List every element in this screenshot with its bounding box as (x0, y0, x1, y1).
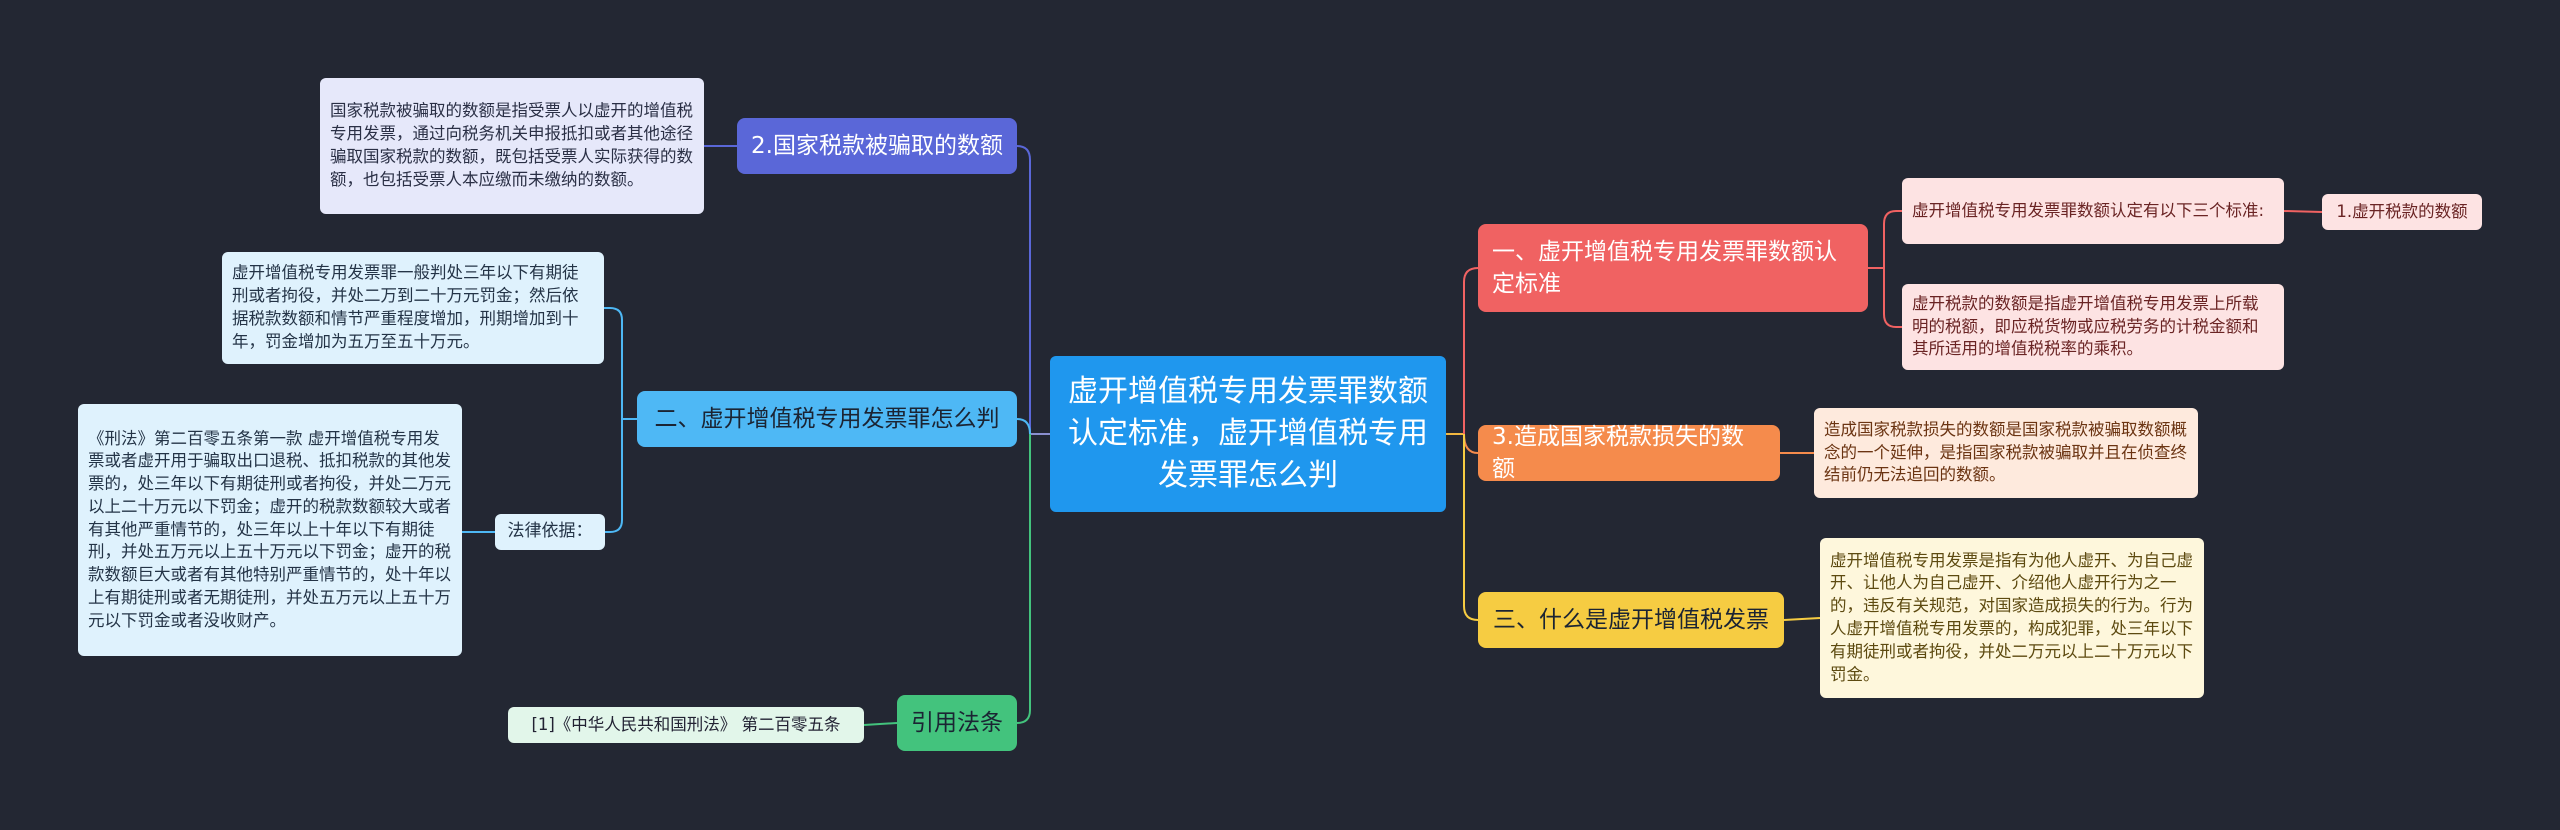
leaf-sentencing-detail-text: 虚开增值税专用发票罪一般判处三年以下有期徒刑或者拘役，并处二万到二十万元罚金；然… (232, 263, 579, 351)
link-red-leaf1 (1868, 210, 1902, 269)
leaf-loss-detail[interactable]: 造成国家税款损失的数额是国家税款被骗取数额概念的一个延伸，是指国家税款被骗取并且… (1814, 408, 2198, 498)
link-blue-leaf1 (604, 307, 637, 420)
link-right-red (1463, 267, 1479, 434)
leaf-legal-basis[interactable]: 法律依据： (495, 514, 605, 550)
leaf-citation-detail[interactable]: [1]《中华人民共和国刑法》 第二百零五条 (508, 707, 864, 743)
leaf-standard-child[interactable]: 1.虚开税款的数额 (2322, 194, 2482, 230)
branch-loss[interactable]: 3.造成国家税款损失的数额 (1478, 424, 1780, 482)
branch-tax-fraud[interactable]: 2.国家税款被骗取的数额 (737, 118, 1017, 174)
link-left-purple (1016, 145, 1031, 434)
branch-definition-label: 三、什么是虚开增值税发票 (1493, 606, 1769, 633)
leaf-standard-child-text: 1.虚开税款的数额 (2336, 201, 2468, 221)
link-red-leaf2 (1868, 267, 1902, 328)
leaf-standard-detail2-text: 虚开税款的数额是指虚开增值税专用发票上所载明的税额，即应税货物或应税劳务的计税金… (1912, 293, 2259, 359)
central-topic[interactable]: 虚开增值税专用发票罪数额认定标准，虚开增值税专用发票罪怎么判 (1050, 356, 1446, 512)
leaf-standard-detail1-text: 虚开增值税专用发票罪数额认定有以下三个标准: (1912, 200, 2265, 220)
leaf-standard-detail2[interactable]: 虚开税款的数额是指虚开增值税专用发票上所载明的税额，即应税货物或应税劳务的计税金… (1902, 284, 2284, 370)
leaf-definition-detail-text: 虚开增值税专用发票是指有为他人虚开、为自己虚开、让他人为自己虚开、介绍他人虚开行… (1830, 550, 2193, 684)
leaf-tax-fraud-detail[interactable]: 国家税款被骗取的数额是指受票人以虚开的增值税专用发票，通过向税务机关申报抵扣或者… (320, 78, 704, 214)
link-left-green (1016, 434, 1031, 724)
link-yellow-leaf (1783, 617, 1821, 621)
leaf-citation-detail-text: [1]《中华人民共和国刑法》 第二百零五条 (531, 714, 841, 734)
leaf-sentencing-detail[interactable]: 虚开增值税专用发票罪一般判处三年以下有期徒刑或者拘役，并处二万到二十万元罚金；然… (222, 252, 604, 364)
branch-tax-fraud-label: 2.国家税款被骗取的数额 (751, 132, 1003, 159)
leaf-definition-detail[interactable]: 虚开增值税专用发票是指有为他人虚开、为自己虚开、让他人为自己虚开、介绍他人虚开行… (1820, 538, 2204, 698)
leaf-law-text-content: 《刑法》第二百零五条第一款 虚开增值税专用发票或者虚开用于骗取出口退税、抵扣税款… (88, 428, 451, 630)
link-right-yellow (1463, 434, 1479, 621)
link-blue-legal (605, 418, 637, 533)
branch-citation-label: 引用法条 (911, 709, 1003, 736)
link-left-blue (1016, 418, 1031, 435)
link-green-leaf (863, 722, 898, 726)
branch-citation[interactable]: 引用法条 (897, 695, 1017, 751)
branch-sentencing[interactable]: 二、虚开增值税专用发票罪怎么判 (637, 391, 1017, 447)
leaf-loss-detail-text: 造成国家税款损失的数额是国家税款被骗取数额概念的一个延伸，是指国家税款被骗取并且… (1824, 419, 2187, 485)
link-right-orange (1463, 433, 1479, 454)
branch-definition[interactable]: 三、什么是虚开增值税发票 (1478, 592, 1784, 648)
leaf-legal-basis-text: 法律依据： (507, 521, 593, 542)
leaf-tax-fraud-detail-text: 国家税款被骗取的数额是指受票人以虚开的增值税专用发票，通过向税务机关申报抵扣或者… (330, 101, 693, 189)
leaf-law-text[interactable]: 《刑法》第二百零五条第一款 虚开增值税专用发票或者虚开用于骗取出口退税、抵扣税款… (78, 404, 462, 656)
branch-sentencing-label: 二、虚开增值税专用发票罪怎么判 (654, 405, 1000, 432)
branch-loss-label: 3.造成国家税款损失的数额 (1492, 423, 1744, 482)
link-red-leaf1a (2283, 210, 2323, 213)
branch-standard[interactable]: 一、虚开增值税专用发票罪数额认定标准 (1478, 224, 1868, 312)
central-topic-text: 虚开增值税专用发票罪数额认定标准，虚开增值税专用发票罪怎么判 (1068, 374, 1428, 493)
leaf-standard-detail1[interactable]: 虚开增值税专用发票罪数额认定有以下三个标准: (1902, 178, 2284, 244)
branch-standard-label: 一、虚开增值税专用发票罪数额认定标准 (1492, 238, 1837, 297)
